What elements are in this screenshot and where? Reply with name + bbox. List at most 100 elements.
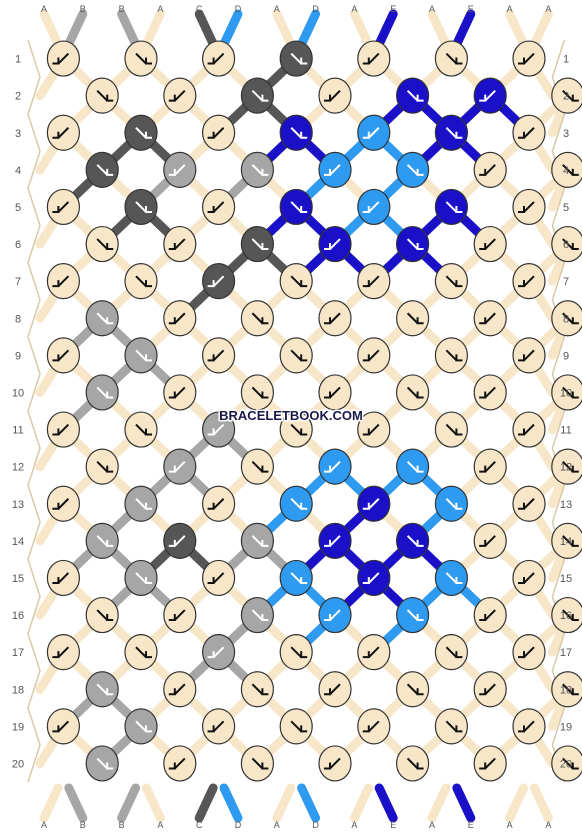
arrow-down-right-icon bbox=[329, 238, 341, 250]
row-label-right: 7 bbox=[563, 276, 569, 288]
arrow-down-left-icon bbox=[445, 127, 458, 139]
arrow-down-right-icon bbox=[523, 423, 535, 436]
arrow-down-left-icon bbox=[406, 535, 419, 547]
top-string bbox=[64, 9, 88, 49]
arrow-head-icon bbox=[518, 576, 525, 584]
bottom-string-label: B bbox=[80, 820, 86, 830]
arrow-head-icon bbox=[207, 725, 215, 733]
arrow-head-icon bbox=[300, 131, 308, 139]
bottom-string-label: A bbox=[157, 820, 163, 830]
arrow-down-right-icon bbox=[484, 535, 496, 547]
arrow-down-left-icon bbox=[290, 423, 302, 436]
arrow-down-right-icon bbox=[368, 201, 380, 213]
arrow-head-icon bbox=[416, 391, 424, 399]
top-string bbox=[272, 9, 296, 49]
arrow-down-right-icon bbox=[212, 498, 225, 510]
arrow-down-right-icon bbox=[329, 460, 341, 473]
arrow-down-right-icon bbox=[174, 312, 186, 324]
row-label-left: 19 bbox=[12, 721, 24, 733]
arrow-down-right-icon bbox=[212, 423, 225, 436]
arrow-head-icon bbox=[479, 762, 487, 770]
bottom-string bbox=[219, 783, 243, 823]
arrow-down-left-icon bbox=[251, 460, 264, 473]
arrow-down-right-icon bbox=[368, 720, 380, 733]
top-string-label: A bbox=[274, 4, 280, 14]
bottom-string bbox=[64, 783, 88, 823]
arrow-head-icon bbox=[207, 205, 215, 213]
row-label-left: 5 bbox=[15, 202, 21, 214]
row-label-left: 13 bbox=[12, 499, 24, 511]
arrow-down-right-icon bbox=[212, 201, 225, 213]
row-label-left: 7 bbox=[15, 276, 21, 288]
arrow-down-right-icon bbox=[57, 127, 70, 139]
arrow-head-icon bbox=[207, 576, 215, 584]
arrow-down-right-icon bbox=[484, 386, 496, 399]
row-label-left: 8 bbox=[15, 313, 21, 325]
row-label-left: 10 bbox=[12, 387, 24, 399]
arrow-down-right-icon bbox=[368, 423, 380, 436]
arrow-head-icon bbox=[571, 539, 579, 547]
arrow-down-right-icon bbox=[523, 349, 535, 362]
bottom-string-label: C bbox=[196, 820, 203, 830]
arrow-down-left-icon bbox=[445, 275, 458, 287]
top-string bbox=[141, 9, 165, 49]
arrow-down-left-icon bbox=[290, 201, 302, 213]
arrow-head-icon bbox=[261, 243, 269, 251]
arrow-down-right-icon bbox=[368, 349, 380, 362]
arrow-head-icon bbox=[571, 391, 579, 399]
bottom-string bbox=[452, 783, 476, 823]
row-label-right: 6 bbox=[563, 239, 569, 251]
arrow-head-icon bbox=[300, 354, 308, 362]
arrow-down-left-icon bbox=[251, 683, 264, 695]
watermark: BRACELETBOOK.COM bbox=[219, 408, 363, 423]
arrow-head-icon bbox=[145, 57, 152, 65]
arrow-down-left-icon bbox=[290, 572, 302, 584]
arrow-down-right-icon bbox=[174, 757, 186, 770]
arrow-head-icon bbox=[106, 243, 114, 251]
arrow-head-icon bbox=[362, 725, 370, 733]
arrow-down-right-icon bbox=[368, 127, 380, 139]
arrow-down-right-icon bbox=[368, 498, 380, 510]
arrow-head-icon bbox=[455, 131, 463, 139]
arrow-down-right-icon bbox=[329, 757, 341, 770]
arrow-head-icon bbox=[207, 354, 215, 362]
arrow-down-left-icon bbox=[562, 609, 574, 621]
arrow-down-right-icon bbox=[212, 127, 225, 139]
top-string-label: D bbox=[312, 4, 319, 14]
arrow-down-left-icon bbox=[562, 757, 574, 770]
arrow-down-left-icon bbox=[290, 498, 302, 510]
arrow-down-right-icon bbox=[329, 312, 341, 324]
arrow-head-icon bbox=[362, 57, 370, 65]
arrow-down-left-icon bbox=[406, 164, 419, 176]
arrow-head-icon bbox=[479, 391, 487, 399]
arrow-head-icon bbox=[261, 317, 269, 325]
arrow-head-icon bbox=[145, 502, 152, 510]
arrow-head-icon bbox=[168, 465, 176, 473]
row-label-right: 1 bbox=[563, 54, 569, 66]
arrow-head-icon bbox=[518, 131, 525, 139]
arrow-head-icon bbox=[324, 688, 331, 696]
arrow-down-left-icon bbox=[251, 757, 264, 770]
arrow-head-icon bbox=[145, 576, 152, 584]
arrow-head-icon bbox=[52, 428, 60, 436]
arrow-head-icon bbox=[324, 465, 331, 473]
arrow-head-icon bbox=[145, 428, 152, 436]
arrow-head-icon bbox=[52, 651, 60, 659]
arrow-down-right-icon bbox=[484, 238, 496, 250]
arrow-down-left-icon bbox=[96, 89, 108, 102]
arrow-head-icon bbox=[416, 539, 424, 547]
arrow-head-icon bbox=[324, 168, 331, 176]
arrow-down-right-icon bbox=[523, 572, 535, 584]
bottom-string-label: E bbox=[390, 820, 396, 830]
arrow-head-icon bbox=[145, 131, 152, 139]
row-label-right: 16 bbox=[560, 610, 572, 622]
bottom-string bbox=[374, 783, 398, 823]
arrow-head-icon bbox=[416, 317, 424, 325]
arrow-head-icon bbox=[571, 762, 579, 770]
arrow-head-icon bbox=[455, 205, 463, 213]
top-string bbox=[117, 9, 141, 49]
row-label-left: 12 bbox=[12, 462, 24, 474]
arrow-down-right-icon bbox=[57, 349, 70, 362]
arrow-down-left-icon bbox=[406, 89, 419, 102]
arrow-head-icon bbox=[300, 576, 308, 584]
